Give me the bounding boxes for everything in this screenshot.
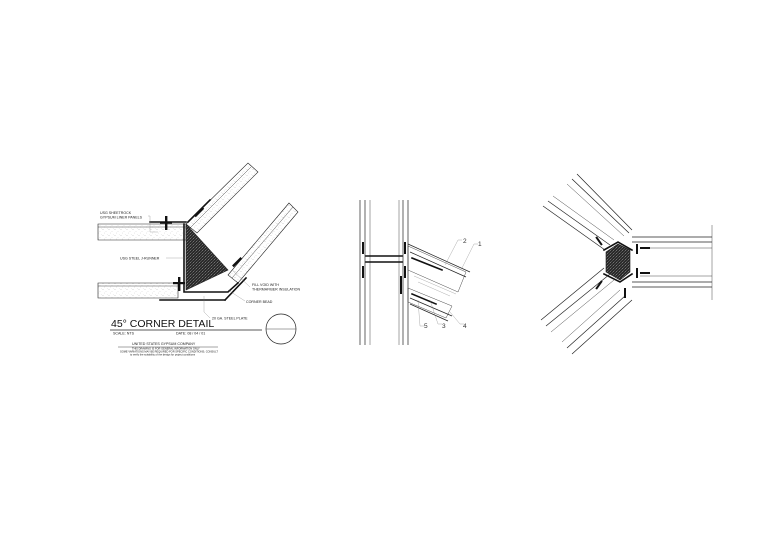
label-fill-void-2: THERMAFIBER INSULATION <box>252 288 300 292</box>
junction-core-fill <box>605 243 631 281</box>
diagonal-wall <box>185 162 299 302</box>
callout-4: 4 <box>463 323 467 330</box>
callout-2: 2 <box>463 238 467 245</box>
note-line-1: THIS DRAWING IS FOR GENERAL INFORMATION … <box>132 347 200 351</box>
angled-wall <box>407 243 471 322</box>
callout-3: 3 <box>442 323 446 330</box>
detail-title: 45° CORNER DETAIL <box>111 318 214 330</box>
lower-left-wall-arm <box>540 267 633 355</box>
fasteners <box>160 207 243 291</box>
upper-left-wall-arm <box>542 173 633 251</box>
label-fill-void-1: FILL VOID WITH <box>252 283 279 287</box>
detail-a-corner-detail: USG SHEETROCK GYPSUM LINER PANELS USG ST… <box>97 162 300 357</box>
note-line-3: to verify the suitability of the design … <box>130 353 196 357</box>
label-corner-bead: CORNER BEAD <box>246 300 273 304</box>
label-liner-panels-2: GYPSUM LINER PANELS <box>100 216 143 220</box>
note-line-2: SOME VARIATIONS MAY BE REQUIRED FOR SPEC… <box>120 350 218 354</box>
inner-diagonal-panel <box>227 202 299 284</box>
label-j-runner: USG STEEL J-RUNNER <box>120 257 160 261</box>
lower-gypsum-panel <box>97 282 179 299</box>
callout-5: 5 <box>424 323 428 330</box>
detail-date: DATE: 08 / 04 / 01 <box>176 332 205 336</box>
callout-1: 1 <box>478 241 482 248</box>
vertical-wall <box>359 200 409 345</box>
leader-lines <box>148 215 251 319</box>
outer-diagonal-panel <box>185 162 259 234</box>
company-name: UNITED STATES GYPSUM COMPANY <box>132 342 196 346</box>
detail-scale: SCALE: NTS <box>113 332 135 336</box>
junction-fasteners <box>595 236 650 298</box>
label-liner-panels-1: USG SHEETROCK <box>100 211 132 215</box>
upper-gypsum-panel <box>97 223 187 241</box>
callout-leaders <box>417 239 478 327</box>
insulation-fill-void <box>185 223 229 291</box>
detail-b-wall-intersection: 1 2 3 4 5 <box>359 200 482 345</box>
horizontal-wall <box>97 221 226 301</box>
label-steel-plate: 20 GA. STEEL PLATE <box>212 317 248 321</box>
detail-c-y-junction <box>540 173 713 355</box>
right-wall-arm <box>632 225 713 300</box>
